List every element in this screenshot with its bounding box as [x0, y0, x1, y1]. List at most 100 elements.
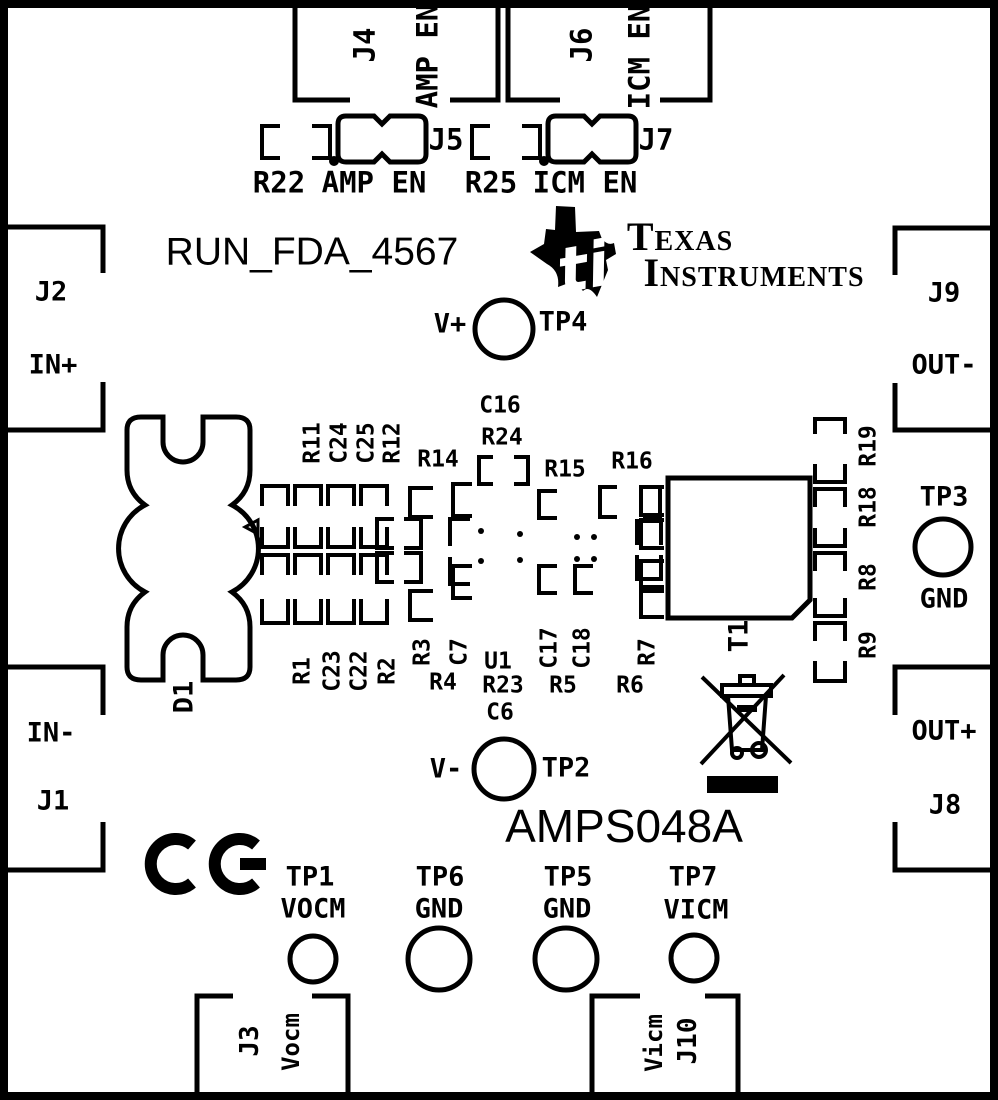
connector-j1-outline: [6, 664, 106, 873]
ref-j4: J4: [347, 27, 382, 63]
ref-j5: J5: [428, 122, 464, 157]
ref-c18: C18: [569, 627, 596, 669]
testpoint-tp7: [668, 932, 720, 984]
brand-texas: Texas: [626, 214, 734, 259]
ref-c22: C22: [346, 650, 373, 692]
ref-j10: J10: [673, 1017, 703, 1065]
signal-gnd-tp6: GND: [414, 893, 464, 925]
ref-r7: R7: [634, 638, 661, 666]
ref-j8: J8: [928, 789, 962, 821]
ref-tp5: TP5: [543, 861, 593, 893]
ref-r14: R14: [417, 446, 459, 473]
jumper-j5-outline: [335, 113, 429, 165]
ti-logo-monogram: ti: [552, 227, 616, 308]
resistor-r25-pads: [470, 124, 542, 160]
ref-c16: C16: [479, 392, 521, 419]
weee-icon: [699, 673, 793, 793]
ref-j9: J9: [927, 277, 961, 309]
connector-j6-outline: [505, 6, 713, 103]
ref-tp4: TP4: [538, 306, 588, 338]
ref-c24: C24: [326, 422, 353, 464]
resistor-r22-pads: [260, 124, 332, 160]
ref-t1: T1: [723, 619, 755, 653]
ref-j7: J7: [638, 122, 674, 157]
ref-j3: J3: [235, 1025, 265, 1057]
jumper-j7-outline: [545, 113, 639, 165]
r14-pads: [375, 486, 433, 622]
ref-j6: J6: [564, 27, 599, 63]
passive-bank-pads: [260, 484, 389, 625]
connector-j10-outline: [589, 993, 741, 1092]
ref-c6: C6: [486, 699, 514, 726]
ref-r2: R2: [374, 657, 401, 685]
signal-gnd-tp3: GND: [919, 583, 969, 615]
signal-vocm-conn: Vocm: [277, 1013, 305, 1071]
ref-tp7: TP7: [668, 861, 718, 893]
signal-amp-en: AMP EN: [321, 165, 427, 200]
pin1-arrow-marker: [241, 517, 260, 537]
connector-j4-outline: [292, 6, 501, 103]
component-d1-outline: [116, 414, 261, 683]
ref-r16: R16: [611, 448, 653, 475]
testpoint-tp2: [471, 736, 537, 802]
signal-out-minus: OUT-: [911, 349, 977, 381]
signal-icm-en: ICM EN: [532, 165, 638, 200]
ref-r25: R25: [464, 165, 518, 200]
ref-r4: R4: [429, 669, 457, 696]
ref-r5: R5: [549, 672, 577, 699]
ref-r23: R23: [482, 672, 524, 699]
ref-r22: R22: [252, 165, 306, 200]
design-name: RUN_FDA_4567: [165, 230, 459, 274]
testpoint-tp1: [287, 933, 339, 985]
signal-in-plus: IN+: [28, 349, 78, 381]
testpoint-tp5: [532, 925, 600, 993]
ref-r6: R6: [616, 672, 644, 699]
ref-c17: C17: [536, 627, 563, 669]
testpoint-tp4: [472, 297, 536, 361]
ref-tp2: TP2: [541, 752, 591, 784]
connector-j8-outline: [892, 664, 992, 873]
ref-r15: R15: [544, 456, 586, 483]
ref-c25: C25: [353, 422, 380, 464]
signal-v-plus: V+: [433, 308, 467, 340]
ref-r24: R24: [481, 424, 523, 451]
connector-j3-outline: [194, 993, 351, 1092]
signal-v-minus: V-: [429, 753, 463, 785]
ref-c7: C7: [446, 638, 473, 666]
ref-c23: C23: [319, 650, 346, 692]
ref-r12: R12: [379, 422, 406, 464]
ref-r18: R18: [855, 486, 882, 528]
connector-j2-outline: [6, 224, 106, 433]
ref-j1: J1: [36, 785, 70, 817]
signal-vocm: VOCM: [280, 893, 346, 925]
ref-r19: R19: [855, 425, 882, 467]
ref-u1: U1: [484, 648, 512, 675]
ref-d1: D1: [168, 680, 200, 714]
ref-tp3: TP3: [919, 481, 969, 513]
pin1-dot: [329, 156, 339, 166]
testpoint-tp3: [912, 516, 974, 578]
ref-j2: J2: [34, 276, 68, 308]
ce-mark-icon: [144, 833, 266, 895]
ref-r9: R9: [855, 631, 882, 659]
pin1-dot: [539, 156, 549, 166]
ref-r11: R11: [299, 422, 326, 464]
t1-left-pads: [639, 485, 664, 619]
signal-amp-en-vertical: AMP EN: [410, 3, 445, 109]
testpoint-tp6: [405, 925, 473, 993]
output-pad-column: [813, 417, 847, 683]
ref-r1: R1: [289, 657, 316, 685]
ref-tp1: TP1: [285, 861, 335, 893]
signal-out-plus: OUT+: [911, 715, 977, 747]
ref-r3: R3: [409, 638, 436, 666]
connector-j9-outline: [892, 225, 992, 433]
ref-r8: R8: [855, 563, 882, 591]
signal-vicm-conn: Vicm: [640, 1014, 668, 1072]
board-part-number: AMPS048A: [505, 800, 743, 852]
signal-icm-en-vertical: ICM EN: [622, 4, 657, 110]
signal-vicm: VICM: [663, 894, 729, 926]
signal-in-minus: IN-: [26, 717, 76, 749]
